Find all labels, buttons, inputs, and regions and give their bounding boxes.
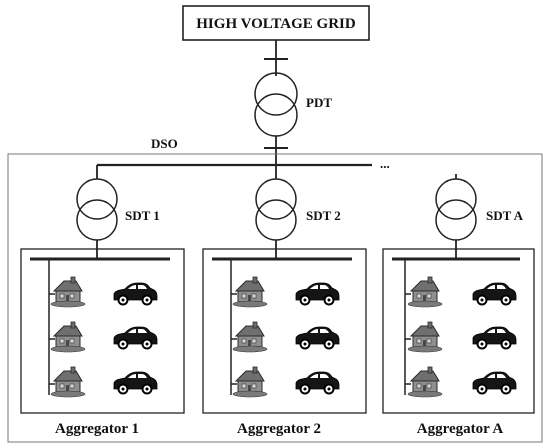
aggregator-1: Aggregator 1	[20, 248, 185, 437]
house-icon	[50, 276, 86, 308]
car-icon	[113, 326, 158, 350]
aggregator-box	[202, 248, 367, 414]
house-icon	[232, 321, 268, 353]
transformer-icon	[76, 178, 118, 241]
aggregator-box	[20, 248, 185, 414]
transformer-icon	[435, 178, 477, 241]
high-voltage-grid: HIGH VOLTAGE GRID	[182, 5, 370, 41]
aggregator-2: Aggregator 2	[202, 248, 367, 437]
aggregator-box	[382, 248, 535, 414]
transformer-icon	[254, 72, 298, 137]
car-icon	[295, 282, 340, 306]
car-icon	[295, 326, 340, 350]
car-icon	[472, 326, 517, 350]
car-icon	[113, 282, 158, 306]
grid-label: HIGH VOLTAGE GRID	[196, 16, 356, 32]
dso-label: DSO	[151, 136, 178, 151]
aggregator-2-label: Aggregator 2	[237, 421, 321, 437]
pdt-label: PDT	[306, 95, 332, 110]
house-icon	[407, 276, 443, 308]
busbar-ellipsis: ...	[380, 156, 390, 171]
house-icon	[232, 366, 268, 398]
house-icon	[50, 366, 86, 398]
transformer-icon	[255, 178, 297, 241]
house-icon	[50, 321, 86, 353]
aggregator-a-label: Aggregator A	[417, 421, 504, 437]
sdt-1-transformer: SDT 1	[76, 178, 160, 259]
sdt-2-transformer: SDT 2	[255, 178, 341, 259]
house-icon	[407, 321, 443, 353]
sdt-a-transformer: SDT A	[435, 178, 524, 259]
dso-boundary	[7, 153, 543, 443]
house-icon	[407, 366, 443, 398]
aggregator-a: Aggregator A	[382, 248, 535, 437]
car-icon	[472, 371, 517, 395]
sdt-2-label: SDT 2	[306, 208, 341, 223]
aggregator-1-label: Aggregator 1	[55, 421, 139, 437]
car-icon	[472, 282, 517, 306]
house-icon	[232, 276, 268, 308]
car-icon	[113, 371, 158, 395]
sdt-a-label: SDT A	[486, 208, 524, 223]
sdt-1-label: SDT 1	[125, 208, 160, 223]
car-icon	[295, 371, 340, 395]
pdt-transformer: PDT	[254, 72, 332, 137]
